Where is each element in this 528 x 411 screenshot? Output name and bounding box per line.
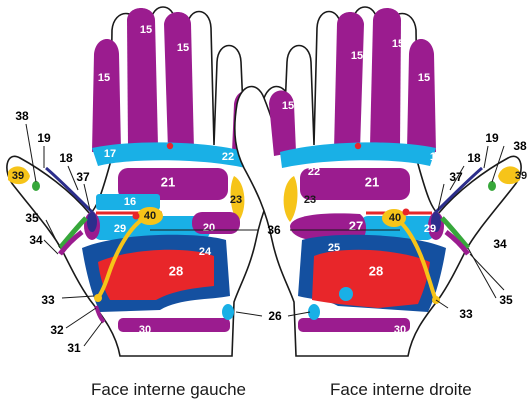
- right-zone-28: [312, 250, 430, 308]
- right-label-30: 30: [394, 324, 406, 336]
- left-callout-32: 32: [50, 323, 64, 337]
- right-callout-34: 34: [493, 237, 507, 251]
- left-label-24: 24: [199, 246, 212, 258]
- right-zone-40-red: [403, 209, 410, 216]
- right-finger-index-zone: [407, 39, 436, 152]
- right-callout-35: 35: [499, 293, 513, 307]
- left-zone-40-red: [133, 213, 140, 220]
- left-label-21: 21: [161, 175, 175, 190]
- left-label-40: 40: [144, 210, 156, 222]
- left-label-30: 30: [139, 324, 151, 336]
- left-callout-18: 18: [59, 151, 73, 165]
- right-callout-38: 38: [513, 139, 527, 153]
- left-red-dot-top: [167, 143, 173, 149]
- callout-36: 36: [267, 223, 281, 237]
- left-finger-ring-zone: [164, 12, 194, 150]
- left-label-17: 17: [104, 148, 116, 160]
- left-callout-37: 37: [76, 170, 90, 184]
- left-callout-35: 35: [25, 211, 39, 225]
- caption-left-hand: Face interne gauche: [91, 380, 246, 400]
- left-green-dot-thumb: [32, 181, 40, 191]
- left-label-15-middle: 15: [140, 24, 152, 36]
- left-label-15-ring: 15: [177, 42, 189, 54]
- callout-26: 26: [268, 309, 282, 323]
- left-callout-31: 31: [67, 341, 81, 355]
- left-label-29: 29: [114, 223, 126, 235]
- right-label-21: 21: [365, 175, 379, 190]
- right-label-15-ring: 15: [351, 50, 363, 62]
- right-label-15-index: 15: [418, 72, 430, 84]
- right-zone-25-dot: [339, 287, 353, 301]
- right-finger-ring-zone: [334, 12, 364, 150]
- right-label-29: 29: [424, 223, 436, 235]
- left-callout-19: 19: [37, 131, 51, 145]
- left-zone-30: [118, 318, 230, 332]
- left-label-28: 28: [169, 264, 183, 279]
- caption-right-hand: Face interne droite: [330, 380, 472, 400]
- left-callout-33: 33: [41, 293, 55, 307]
- right-callout-33: 33: [459, 307, 473, 321]
- right-label-25: 25: [328, 242, 340, 254]
- right-label-15-middle: 15: [392, 38, 404, 50]
- right-label-15-pinky: 15: [282, 100, 294, 112]
- left-label-20: 20: [203, 222, 215, 234]
- left-callout-38: 38: [15, 109, 29, 123]
- right-label-40: 40: [389, 212, 401, 224]
- left-zone-26-cyan: [222, 304, 234, 320]
- right-finger-middle-zone: [370, 8, 401, 146]
- left-label-39: 39: [12, 170, 24, 182]
- left-label-22: 22: [222, 151, 234, 163]
- right-callout-19: 19: [485, 131, 499, 145]
- right-callout-37: 37: [449, 170, 463, 184]
- right-red-dot-top: [355, 143, 361, 149]
- right-green-dot-thumb: [488, 181, 496, 191]
- left-callout-34: 34: [29, 233, 43, 247]
- right-label-17: 17: [430, 151, 442, 163]
- callout-26-left-line: [236, 312, 262, 316]
- left-thumb-dark-oval: [87, 212, 97, 232]
- left-label-15-index: 15: [98, 72, 110, 84]
- right-label-27: 27: [349, 219, 363, 234]
- left-finger-index-zone: [92, 39, 121, 152]
- right-label-23: 23: [304, 194, 316, 206]
- right-label-22: 22: [308, 166, 320, 178]
- right-label-39: 39: [515, 170, 527, 182]
- right-callout-18: 18: [467, 151, 481, 165]
- left-label-16: 16: [124, 196, 136, 208]
- right-label-28: 28: [369, 264, 383, 279]
- left-label-23: 23: [230, 194, 242, 206]
- left-zone-20: [192, 212, 240, 234]
- left-zone-33-dot: [94, 294, 102, 302]
